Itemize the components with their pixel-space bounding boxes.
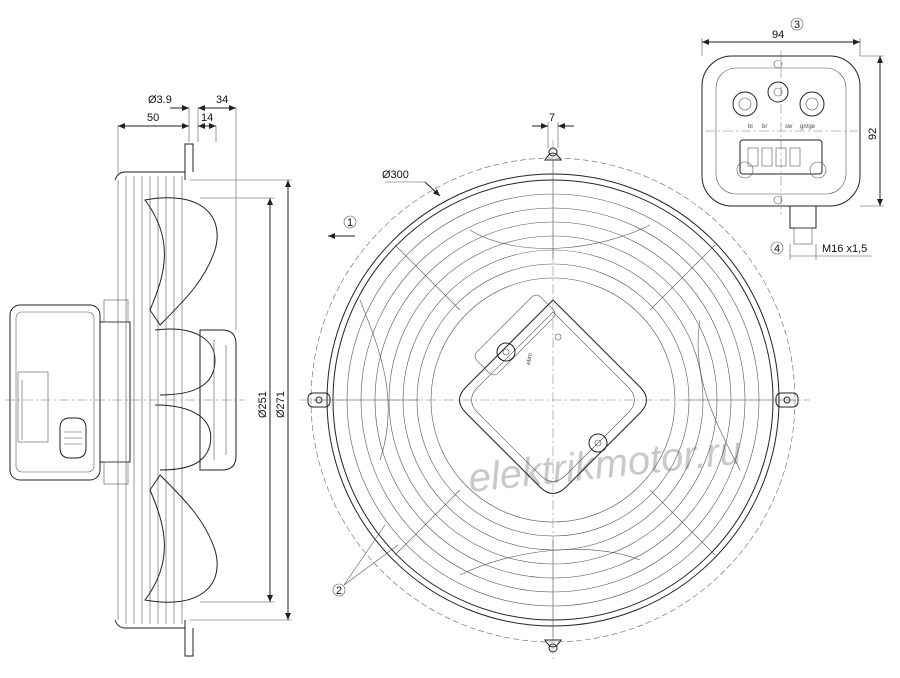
wire-label-gnge: gn/ge — [800, 124, 816, 130]
wire-label-sw: sw — [785, 124, 793, 130]
wire-label-bl: bl — [748, 124, 753, 130]
wire-label-br: br — [762, 124, 767, 130]
callout-4-circle — [770, 241, 784, 255]
dim-flange-width: 14 — [201, 112, 213, 124]
callout-3-circle — [790, 17, 804, 31]
front-view: ebm Ø300 7 1 2 — [300, 112, 810, 660]
callout-4: 4 — [774, 243, 780, 255]
side-view: Ø3.9 34 50 14 Ø251 Ø271 — [5, 94, 292, 657]
dim-guard-diameter: Ø271 — [275, 391, 287, 418]
brand-label: ebm — [526, 353, 534, 366]
dim-gland-thread: M16 x1,5 — [822, 243, 867, 255]
callout-3: 3 — [794, 19, 800, 31]
watermark-text: elektrikmotor.ru — [466, 429, 743, 501]
dim-hole-diameter: Ø3.9 — [148, 94, 172, 106]
callout-2: 2 — [336, 585, 342, 597]
dim-box-height: 92 — [867, 128, 879, 140]
terminal-box-detail: bl br sw gn/ge 94 3 92 4 M16 x1,5 — [701, 17, 884, 260]
dim-motor-length: 50 — [147, 112, 159, 124]
callout-2-circle — [332, 583, 346, 597]
dim-outer-diameter: Ø300 — [382, 169, 409, 181]
dim-depth-total: 34 — [216, 94, 228, 106]
callout-1-circle — [343, 215, 357, 229]
dim-box-width: 94 — [772, 29, 784, 41]
dim-slot-width: 7 — [549, 112, 555, 124]
callout-1: 1 — [347, 217, 353, 229]
dim-blade-diameter: Ø251 — [257, 391, 269, 418]
